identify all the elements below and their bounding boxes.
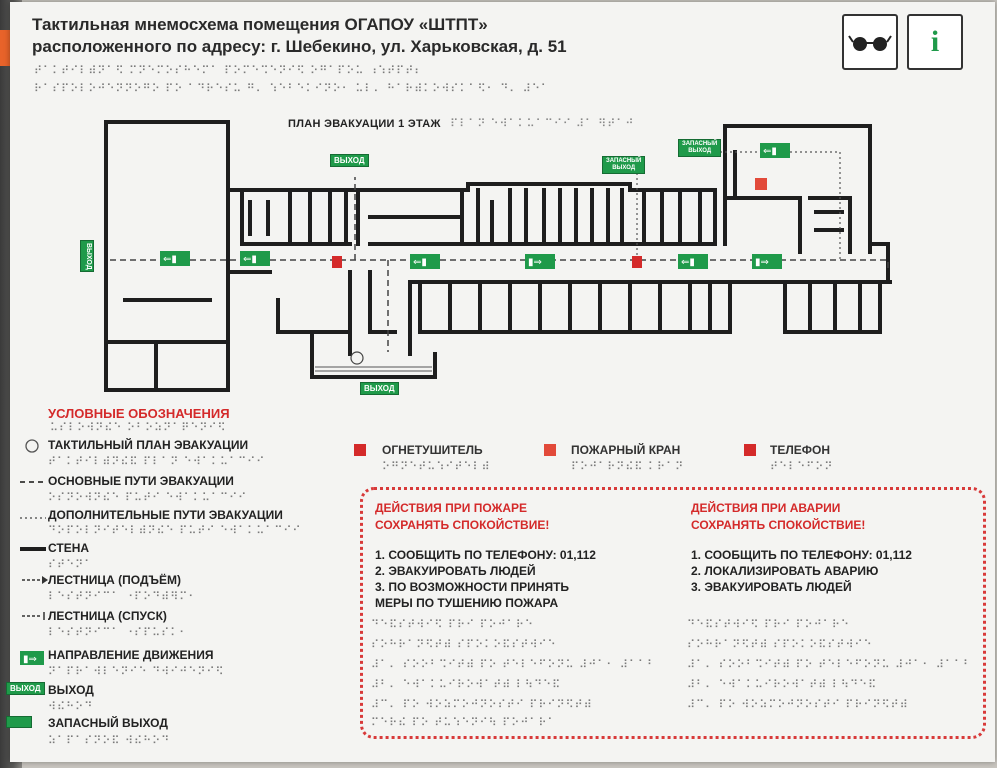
- hydrant-icon: [544, 444, 556, 456]
- braille-l7: ⠝⠁⠏⠗⠁⠺⠇⠑⠝⠊⠑ ⠙⠺⠊⠚⠑⠝⠊⠫: [48, 665, 225, 678]
- plan-wall-left-block: [104, 120, 230, 392]
- braille-l9: ⠵⠁⠏⠁⠎⠝⠕⠯ ⠺⠮⠓⠕⠙: [48, 734, 171, 747]
- extinguisher-icon: [354, 444, 366, 456]
- braille-s2: ⠏⠕⠚⠁⠗⠝⠮⠯ ⠅⠗⠁⠝: [571, 460, 685, 473]
- braille-s3: ⠞⠑⠇⠑⠋⠕⠝: [770, 460, 834, 473]
- legend-item-main-paths: ОСНОВНЫЕ ПУТИ ЭВАКУАЦИИ: [48, 474, 234, 488]
- fire-step-1: 1. СООБЩИТЬ ПО ТЕЛЕФОНУ: 01,112: [375, 548, 596, 562]
- spare-exit-mid-line2: ВЫХОД: [612, 165, 636, 171]
- info-icon-glyph: i: [930, 25, 940, 58]
- extinguisher-icon: [332, 256, 342, 268]
- phone-icon: [744, 444, 756, 456]
- symbol-extinguisher-label: ОГНЕТУШИТЕЛЬ: [382, 443, 483, 457]
- tactile-plan-symbol: [25, 439, 39, 453]
- extinguisher-icon: [632, 256, 642, 268]
- braille-l3: ⠙⠕⠏⠕⠇⠝⠊⠞⠑⠇⠾⠝⠮⠑ ⠏⠥⠞⠊ ⠑⠺⠁⠅⠥⠁⠉⠊⠊: [48, 524, 302, 537]
- legend-exit-sign: ВЫХОД: [6, 682, 45, 695]
- fire-step-3a: 3. ПО ВОЗМОЖНОСТИ ПРИНЯТЬ: [375, 580, 570, 594]
- braille-b-a2: ⠎⠕⠓⠗⠁⠝⠫⠞⠾ ⠎⠏⠕⠅⠕⠯⠎⠞⠺⠊⠑: [687, 638, 873, 651]
- spare-exit-mid-line1: ЗАПАСНЫЙ: [606, 158, 642, 164]
- legend-item-stairs-down: ЛЕСТНИЦА (СПУСК): [48, 609, 167, 623]
- legend-spare-exit-sign: [6, 716, 32, 728]
- spare-exit-right-line2: ВЫХОД: [688, 148, 712, 154]
- accident-heading: ДЕЙСТВИЯ ПРИ АВАРИИ СОХРАНЯТЬ СПОКОЙСТВИ…: [691, 500, 865, 534]
- braille-title-2: ⠗⠁⠎⠏⠕⠇⠕⠚⠑⠝⠝⠕⠛⠕ ⠏⠕ ⠁⠙⠗⠑⠎⠥ ⠛⠄ ⠱⠑⠃⠑⠅⠊⠝⠕⠂ ⠥⠇…: [34, 82, 550, 95]
- plan-title: ПЛАН ЭВАКУАЦИИ 1 ЭТАЖ ⠏⠇⠁⠝ ⠑⠺⠁⠅⠥⠁⠉⠊⠊ ⠼⠁ …: [288, 117, 634, 130]
- fire-heading-line1: ДЕЙСТВИЯ ПРИ ПОЖАРЕ: [375, 501, 528, 515]
- braille-b-a4: ⠼⠃⠄ ⠑⠺⠁⠅⠥⠊⠗⠕⠺⠁⠞⠾ ⠇⠳⠙⠑⠯: [687, 678, 878, 691]
- hydrant-icon: [755, 178, 767, 190]
- braille-a5: ⠼⠉⠄ ⠏⠕ ⠺⠕⠵⠍⠕⠚⠝⠕⠎⠞⠊ ⠏⠗⠊⠝⠫⠞⠾: [371, 698, 593, 711]
- symbol-phone-label: ТЕЛЕФОН: [770, 443, 830, 457]
- braille-a4: ⠼⠃⠄ ⠑⠺⠁⠅⠥⠊⠗⠕⠺⠁⠞⠾ ⠇⠳⠙⠑⠯: [371, 678, 562, 691]
- accident-heading-line1: ДЕЙСТВИЯ ПРИ АВАРИИ: [691, 501, 841, 515]
- legend-symbols: ▮⇒: [20, 439, 48, 665]
- info-icon: i: [907, 14, 963, 70]
- fire-heading-line2: СОХРАНЯТЬ СПОКОЙСТВИЕ!: [375, 518, 550, 532]
- braille-plan-title: ⠏⠇⠁⠝ ⠑⠺⠁⠅⠥⠁⠉⠊⠊ ⠼⠁ ⠻⠞⠁⠚: [450, 118, 635, 130]
- braille-l1: ⠞⠁⠅⠞⠊⠇⠾⠝⠮⠯ ⠏⠇⠁⠝ ⠑⠺⠁⠅⠥⠁⠉⠊⠊: [48, 455, 266, 468]
- legend-item-direction: НАПРАВЛЕНИЕ ДВИЖЕНИЯ: [48, 648, 214, 662]
- spare-exit-sign-mid: ЗАПАСНЫЙ ВЫХОД: [602, 156, 646, 174]
- braille-b-a5: ⠼⠉⠄ ⠏⠕ ⠺⠕⠵⠍⠕⠚⠝⠕⠎⠞⠊ ⠏⠗⠊⠝⠫⠞⠾: [687, 698, 909, 711]
- accident-step-3: 3. ЭВАКУИРОВАТЬ ЛЮДЕЙ: [691, 580, 852, 594]
- blind-glasses-icon: [842, 14, 898, 70]
- direction-symbol: [20, 651, 44, 665]
- braille-s1: ⠕⠛⠝⠑⠞⠥⠱⠊⠞⠑⠇⠾: [382, 460, 491, 473]
- exit-sign-top: ВЫХОД: [330, 154, 369, 167]
- accident-heading-line2: СОХРАНЯТЬ СПОКОЙСТВИЕ!: [691, 518, 866, 532]
- legend-item-spare-exit: ЗАПАСНЫЙ ВЫХОД: [48, 716, 168, 730]
- fire-step-2: 2. ЭВАКУИРОВАТЬ ЛЮДЕЙ: [375, 564, 536, 578]
- legend-item-exit: ВЫХОД: [48, 683, 94, 697]
- title-line-2: расположенного по адресу: г. Шебекино, у…: [32, 37, 567, 56]
- tactile-plan-marker: [350, 351, 364, 365]
- legend-title: УСЛОВНЫЕ ОБОЗНАЧЕНИЯ: [48, 406, 230, 421]
- legend-item-wall: СТЕНА: [48, 541, 90, 555]
- braille-l6: ⠇⠑⠎⠞⠝⠊⠉⠁ ⠐⠎⠏⠥⠎⠅⠂: [48, 626, 189, 639]
- braille-a1: ⠙⠑⠯⠎⠞⠺⠊⠫ ⠏⠗⠊ ⠏⠕⠚⠁⠗⠑: [371, 618, 534, 631]
- braille-l5: ⠇⠑⠎⠞⠝⠊⠉⠁ ⠐⠏⠕⠙⠾⠻⠍⠂: [48, 590, 198, 603]
- legend-item-stairs-up: ЛЕСТНИЦА (ПОДЪЁМ): [48, 573, 181, 587]
- braille-a3: ⠼⠁⠄ ⠎⠕⠕⠃⠩⠊⠞⠾ ⠏⠕ ⠞⠑⠇⠑⠋⠕⠝⠥ ⠼⠚⠁⠂ ⠼⠁⠁⠃: [371, 658, 657, 671]
- svg-text:⇐▮: ⇐▮: [243, 254, 257, 265]
- exit-sign-left: ВЫХОД: [80, 240, 94, 272]
- fire-step-3b: МЕРЫ ПО ТУШЕНИЮ ПОЖАРА: [375, 596, 559, 610]
- title-line-1: Тактильная мнемосхема помещения ОГАПОУ «…: [32, 15, 488, 34]
- svg-text:▮⇒: ▮⇒: [755, 257, 769, 268]
- fire-heading: ДЕЙСТВИЯ ПРИ ПОЖАРЕ СОХРАНЯТЬ СПОКОЙСТВИ…: [375, 500, 549, 534]
- plan-title-text: ПЛАН ЭВАКУАЦИИ 1 ЭТАЖ: [288, 118, 441, 130]
- svg-text:⇐▮: ⇐▮: [763, 146, 777, 157]
- spare-exit-sign-right: ЗАПАСНЫЙ ВЫХОД: [678, 139, 722, 157]
- actions-box: ДЕЙСТВИЯ ПРИ ПОЖАРЕ СОХРАНЯТЬ СПОКОЙСТВИ…: [360, 487, 986, 739]
- braille-b-a1: ⠙⠑⠯⠎⠞⠺⠊⠫ ⠏⠗⠊ ⠏⠕⠚⠁⠗⠑: [687, 618, 850, 631]
- legend-item-tactile-plan: ТАКТИЛЬНЫЙ ПЛАН ЭВАКУАЦИИ: [48, 438, 249, 452]
- braille-l2: ⠕⠎⠝⠕⠺⠝⠮⠑ ⠏⠥⠞⠊ ⠑⠺⠁⠅⠥⠁⠉⠊⠊: [48, 491, 248, 504]
- braille-b-a3: ⠼⠁⠄ ⠎⠕⠕⠃⠩⠊⠞⠾ ⠏⠕ ⠞⠑⠇⠑⠋⠕⠝⠥ ⠼⠚⠁⠂ ⠼⠁⠁⠃: [687, 658, 973, 671]
- svg-text:⇐▮: ⇐▮: [163, 254, 177, 265]
- braille-l4: ⠎⠞⠑⠝⠁: [48, 558, 94, 571]
- braille-a2: ⠎⠕⠓⠗⠁⠝⠫⠞⠾ ⠎⠏⠕⠅⠕⠯⠎⠞⠺⠊⠑: [371, 638, 557, 651]
- board-title: Тактильная мнемосхема помещения ОГАПОУ «…: [32, 14, 792, 58]
- accident-step-2: 2. ЛОКАЛИЗИРОВАТЬ АВАРИЮ: [691, 564, 879, 578]
- svg-text:▮⇒: ▮⇒: [23, 654, 37, 665]
- braille-l8: ⠺⠮⠓⠕⠙: [48, 700, 94, 713]
- braille-legend-title: ⠥⠎⠇⠕⠺⠝⠮⠑ ⠕⠃⠕⠵⠝⠁⠟⠑⠝⠊⠫: [50, 421, 227, 434]
- braille-title-1: ⠞⠁⠅⠞⠊⠇⠾⠝⠁⠫ ⠍⠝⠑⠍⠕⠎⠓⠑⠍⠁ ⠏⠕⠍⠑⠩⠑⠝⠊⠫ ⠕⠛⠁⠏⠕⠥ ⠰…: [34, 64, 424, 77]
- braille-a6: ⠍⠑⠗⠮ ⠏⠕ ⠞⠥⠱⠑⠝⠊⠳ ⠏⠕⠚⠁⠗⠁: [371, 716, 557, 729]
- symbol-hydrant-label: ПОЖАРНЫЙ КРАН: [571, 443, 681, 457]
- svg-text:⇐▮: ⇐▮: [413, 257, 427, 268]
- spare-exit-right-line1: ЗАПАСНЫЙ: [682, 141, 718, 147]
- exit-sign-bottom: ВЫХОД: [360, 382, 399, 395]
- floor-plan: ⇐▮ ⇐▮ ⇐▮ ▮⇒ ⇐▮ ▮⇒ ⇐▮: [104, 120, 892, 392]
- accident-step-1: 1. СООБЩИТЬ ПО ТЕЛЕФОНУ: 01,112: [691, 548, 912, 562]
- evacuation-board: Тактильная мнемосхема помещения ОГАПОУ «…: [6, 2, 995, 762]
- direction-signs: ⇐▮ ⇐▮ ⇐▮ ▮⇒ ⇐▮ ▮⇒ ⇐▮: [160, 143, 790, 269]
- legend-item-extra-paths: ДОПОЛНИТЕЛЬНЫЕ ПУТИ ЭВАКУАЦИИ: [48, 508, 283, 522]
- svg-text:⇐▮: ⇐▮: [681, 257, 695, 268]
- svg-text:▮⇒: ▮⇒: [528, 257, 542, 268]
